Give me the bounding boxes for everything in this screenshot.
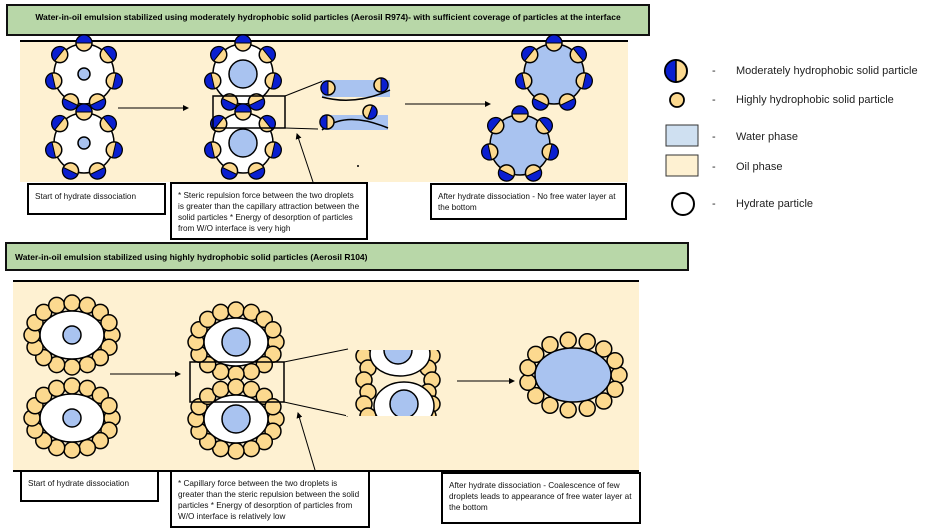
stabilized-droplet	[203, 104, 283, 182]
legend-label: Hydrate particle	[736, 198, 813, 210]
legend-label: Oil phase	[736, 161, 782, 173]
water-core	[63, 409, 81, 427]
highly-hydrophobic-particle	[243, 441, 259, 457]
moderately-hydrophobic-particle	[321, 81, 335, 95]
water-core	[222, 328, 250, 356]
highly-hydrophobic-particle	[79, 440, 95, 456]
highly-hydrophobic-particle	[579, 334, 595, 350]
dot-marker	[357, 165, 359, 167]
highly-hydrophobic-particle	[49, 297, 65, 313]
highly-hydrophobic-particle	[611, 367, 627, 383]
water-droplet	[535, 348, 611, 402]
highly-hydrophobic-particle	[228, 302, 244, 318]
stabilized-droplet	[188, 302, 284, 382]
caption-top-after: After hydrate dissociation - No free wat…	[430, 183, 627, 220]
oil-phase-swatch	[666, 155, 698, 176]
moderately-hydrophobic-particle	[374, 78, 388, 92]
stabilized-droplet	[514, 35, 594, 113]
legend-dash: -	[712, 65, 716, 77]
moderately-hydrophobic-particle	[512, 106, 528, 122]
water-core	[78, 137, 90, 149]
pointer-arrow	[297, 134, 315, 188]
highly-hydrophobic-particle	[560, 402, 576, 418]
moderately-hydrophobic-particle	[546, 35, 562, 51]
pointer-arrow	[298, 413, 315, 470]
highly-hydrophobic-particle	[64, 378, 80, 394]
zoom-connector	[284, 402, 348, 416]
moderately-hydrophobic-particle	[76, 35, 92, 51]
zoom-connector	[285, 81, 323, 96]
water-core	[390, 390, 418, 418]
legend-label: Moderately hydrophobic solid particle	[736, 65, 918, 77]
highly-hydrophobic-particle	[360, 408, 376, 424]
highly-hydrophobic-particle	[520, 374, 536, 390]
highly-hydrophobic-particle	[560, 332, 576, 348]
moderately-hydrophobic-particle-icon	[665, 60, 687, 82]
stabilized-droplet	[24, 378, 120, 458]
water-core	[384, 336, 412, 364]
highly-hydrophobic-particle	[64, 359, 80, 375]
legend-dash: -	[712, 131, 716, 143]
caption-bottom-mechanism: * Capillary force between the two drople…	[170, 470, 370, 528]
highly-hydrophobic-particle	[213, 304, 229, 320]
stabilized-droplet	[203, 35, 283, 113]
highly-hydrophobic-particle	[64, 295, 80, 311]
legend-dash: -	[712, 161, 716, 173]
water-core	[222, 405, 250, 433]
zoom-connector	[284, 349, 348, 362]
water-core	[229, 60, 257, 88]
highly-hydrophobic-particle	[79, 357, 95, 373]
stabilized-droplet	[24, 295, 120, 375]
legend-label: Highly hydrophobic solid particle	[736, 94, 894, 106]
highly-hydrophobic-particle	[228, 379, 244, 395]
zoomed-interface	[346, 332, 450, 430]
water-core	[229, 129, 257, 157]
legend-dash: -	[712, 94, 716, 106]
highly-hydrophobic-particle	[213, 381, 229, 397]
zoom-connector	[285, 128, 318, 129]
water-phase-swatch	[666, 125, 698, 146]
highly-hydrophobic-particle	[579, 400, 595, 416]
moderately-hydrophobic-particle	[76, 104, 92, 120]
caption-top-start: Start of hydrate dissociation	[27, 183, 166, 215]
water-core	[63, 326, 81, 344]
moderately-hydrophobic-particle	[235, 104, 251, 120]
highly-hydrophobic-particle	[64, 442, 80, 458]
caption-bottom-start: Start of hydrate dissociation	[20, 470, 159, 502]
hydrate-particle-icon	[672, 193, 694, 215]
highly-hydrophobic-particle	[243, 364, 259, 380]
moderately-hydrophobic-particle	[320, 115, 334, 129]
legend-dash: -	[712, 198, 716, 210]
water-core	[78, 68, 90, 80]
stabilized-droplet	[188, 379, 284, 459]
caption-bottom-after: After hydrate dissociation - Coalescence…	[441, 472, 641, 524]
highly-hydrophobic-particle	[228, 443, 244, 459]
stabilized-droplet	[520, 332, 627, 418]
stabilized-droplet	[44, 104, 124, 182]
legend-label: Water phase	[736, 131, 798, 143]
moderately-hydrophobic-particle	[235, 35, 251, 51]
stabilized-droplet	[44, 35, 124, 113]
zoomed-interface	[320, 78, 390, 130]
caption-top-mechanism: * Steric repulsion force between the two…	[170, 182, 368, 240]
stabilized-droplet	[480, 106, 560, 184]
highly-hydrophobic-particle-icon	[670, 93, 684, 107]
highly-hydrophobic-particle	[49, 380, 65, 396]
